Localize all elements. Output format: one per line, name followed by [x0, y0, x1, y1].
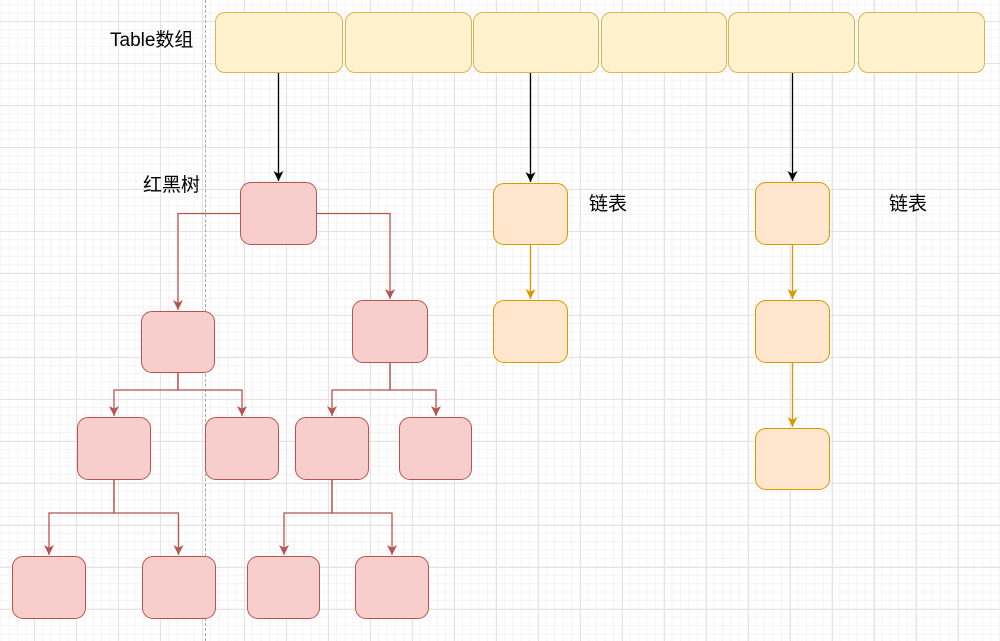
tree-node-llr[interactable]	[142, 556, 216, 619]
list2-node-1[interactable]	[755, 182, 830, 245]
list2-node-2[interactable]	[755, 300, 830, 363]
edge-ll-to-lll[interactable]	[44, 480, 115, 555]
tree-node-rr[interactable]	[399, 417, 472, 480]
tree-node-rlr[interactable]	[355, 556, 429, 619]
linked-list-2-label[interactable]: 链表	[889, 194, 928, 215]
table-slot-3[interactable]	[473, 12, 599, 73]
table-slot-5[interactable]	[728, 12, 855, 73]
edge-ll-to-llr[interactable]	[113, 480, 184, 555]
list2-node-3[interactable]	[755, 428, 830, 490]
linked-list-1-label[interactable]: 链表	[589, 194, 628, 215]
edge-rl-to-rlr[interactable]	[331, 480, 397, 555]
tree-node-r[interactable]	[352, 300, 428, 363]
tree-node-rl[interactable]	[295, 417, 369, 480]
table-slot-4[interactable]	[601, 12, 727, 73]
edge-rl-to-rll[interactable]	[279, 480, 333, 555]
table-slot-1[interactable]	[215, 12, 343, 73]
edge-root-to-r[interactable]	[317, 212, 395, 300]
list1-node-2[interactable]	[493, 300, 568, 363]
edge-r-to-rr[interactable]	[389, 363, 441, 416]
edge-l-to-ll[interactable]	[109, 373, 179, 416]
tree-node-rll[interactable]	[247, 556, 320, 619]
edge-l-to-lr[interactable]	[177, 373, 247, 416]
tree-node-root[interactable]	[240, 182, 317, 245]
tree-node-l[interactable]	[141, 311, 215, 373]
edge-r-to-rl[interactable]	[327, 363, 391, 416]
red-black-tree-label[interactable]: 红黑树	[143, 175, 201, 196]
edge-root-to-l[interactable]	[173, 212, 240, 311]
table-array-label[interactable]: Table数组	[110, 30, 194, 51]
table-slot-6[interactable]	[858, 12, 985, 73]
list1-node-1[interactable]	[493, 183, 568, 245]
tree-node-ll[interactable]	[77, 417, 151, 480]
tree-node-lll[interactable]	[12, 556, 86, 619]
tree-node-lr[interactable]	[205, 417, 279, 480]
table-slot-2[interactable]	[345, 12, 472, 73]
